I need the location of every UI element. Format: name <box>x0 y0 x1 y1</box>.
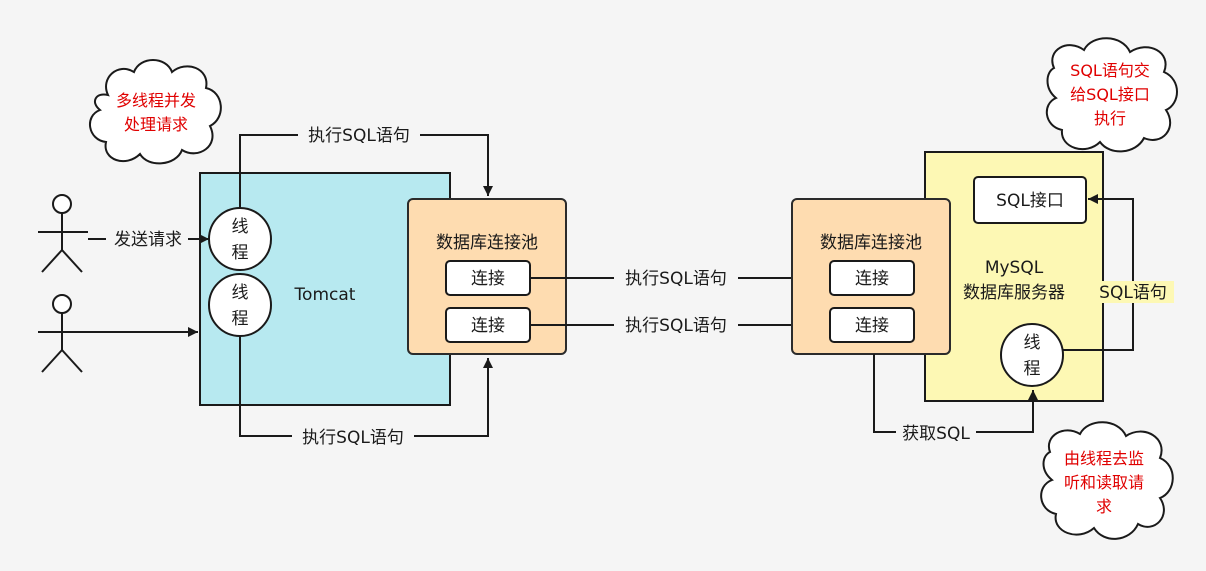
cloud-bottom-right-line3: 求 <box>1096 497 1112 516</box>
cloud-bottom-right: 由线程去监 听和读取请 求 <box>1040 421 1174 540</box>
exec-label-mid-2-bg <box>614 314 738 336</box>
mysql-pool-conn-1-label: 连接 <box>855 269 889 289</box>
cloud-top-right-line3: 执行 <box>1094 109 1126 128</box>
exec-label-bottom-bg <box>292 426 414 448</box>
get-sql-label-bg <box>896 422 976 444</box>
cloud-left: 多线程并发 处理请求 <box>89 59 222 165</box>
tomcat-thread-2-char1: 线 <box>232 283 249 303</box>
cloud-bottom-right-line1: 由线程去监 <box>1064 449 1144 468</box>
tomcat-pool-conn-1-label: 连接 <box>471 269 505 289</box>
exec-label-top: 执行SQL语句 <box>308 126 410 146</box>
tomcat-thread-1-char1: 线 <box>232 217 249 237</box>
tomcat-pool-title: 数据库连接池 <box>436 233 538 253</box>
cloud-left-line2: 处理请求 <box>124 115 188 134</box>
tomcat-pool-conn-2: 连接 <box>445 307 531 343</box>
mysql-pool-conn-2-label: 连接 <box>855 316 889 336</box>
tomcat-label: Tomcat <box>294 285 356 305</box>
request-label: 发送请求 <box>114 230 182 250</box>
sql-label-right: SQL语句 <box>1099 283 1167 303</box>
sql-label-right-bg <box>1094 281 1174 303</box>
actor-bottom <box>38 294 88 373</box>
mysql-thread-char1: 线 <box>1024 333 1041 353</box>
mysql-pool-conn-1: 连接 <box>829 260 915 296</box>
mysql-pool-title: 数据库连接池 <box>820 233 922 253</box>
tomcat-thread-2-char2: 程 <box>232 309 249 329</box>
exec-label-mid-1: 执行SQL语句 <box>625 269 727 289</box>
sql-interface-label: SQL接口 <box>996 191 1064 211</box>
cloud-left-line1: 多线程并发 <box>116 91 196 110</box>
get-sql-label: 获取SQL <box>902 424 970 444</box>
tomcat-thread-1: 线 程 <box>208 207 272 271</box>
mysql-pool-conn-2: 连接 <box>829 307 915 343</box>
mysql-label-2: 数据库服务器 <box>963 283 1065 303</box>
tomcat-pool-conn-1: 连接 <box>445 260 531 296</box>
cloud-top-right: SQL语句交 给SQL接口 执行 <box>1046 37 1178 153</box>
exec-label-top-bg <box>298 124 420 146</box>
mysql-thread-char2: 程 <box>1024 359 1041 379</box>
cloud-bottom-right-line2: 听和读取请 <box>1064 473 1144 492</box>
mysql-thread: 线 程 <box>1000 323 1064 387</box>
exec-label-mid-1-bg <box>614 267 738 289</box>
tomcat-thread-1-char2: 程 <box>232 243 249 263</box>
cloud-top-right-line1: SQL语句交 <box>1070 61 1150 80</box>
sql-arrow-right <box>1063 194 1134 351</box>
actor-top <box>38 194 88 273</box>
exec-label-bottom: 执行SQL语句 <box>302 428 404 448</box>
exec-label-mid-2: 执行SQL语句 <box>625 316 727 336</box>
request-label-bg <box>106 228 188 250</box>
mysql-label-1: MySQL <box>985 258 1044 278</box>
cloud-top-right-line2: 给SQL接口 <box>1070 85 1150 104</box>
sql-interface: SQL接口 <box>973 176 1087 224</box>
tomcat-pool-conn-2-label: 连接 <box>471 316 505 336</box>
tomcat-thread-2: 线 程 <box>208 273 272 337</box>
